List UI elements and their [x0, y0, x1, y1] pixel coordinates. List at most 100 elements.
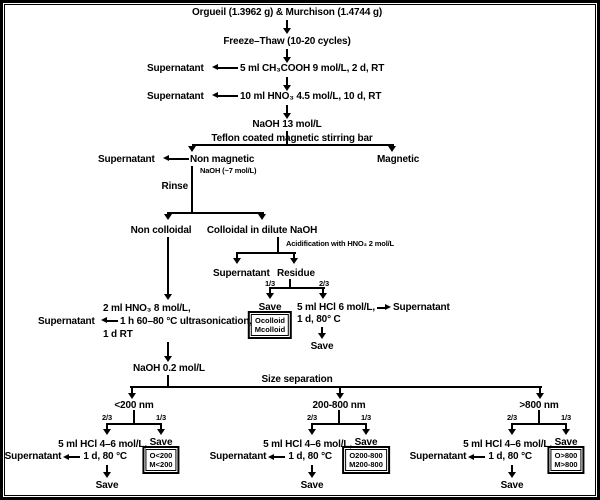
arrow-down-icon: [258, 214, 266, 220]
acidification-note: Acidification with HNO₃ 2 mol/L: [286, 239, 394, 248]
supernatant-label: Supernatant: [409, 451, 467, 462]
flow-line: [565, 423, 567, 429]
flow-line: [236, 252, 238, 258]
flow-line: [160, 423, 162, 429]
step-naoh02: NaOH 0.2 mol/L: [133, 363, 205, 374]
size-label: >800 nm: [519, 400, 559, 411]
arrow-down-icon: [188, 146, 196, 152]
flow-line: [167, 212, 264, 214]
save-label: Save: [354, 437, 378, 448]
duration-label: 1 d, 80 °C: [83, 451, 127, 462]
flow-line: [269, 287, 271, 293]
step-freeze-thaw: Freeze–Thaw (10-20 cycles): [223, 36, 351, 47]
flow-line: [539, 388, 541, 393]
arrow-down-icon: [283, 57, 291, 63]
step-hno8-duration: 1 d RT: [103, 329, 133, 340]
arrow-down-icon: [319, 293, 327, 299]
arrow-down-icon: [164, 214, 172, 220]
arrow-down-icon: [283, 85, 291, 91]
flow-line: [474, 455, 486, 458]
supernatant-label: Supernatant: [98, 154, 155, 165]
flow-line: [191, 166, 193, 214]
flow-line: [218, 67, 238, 69]
size-branch-under-200: <200 nm 2/3 1/3 5 ml HCl 4–6 mol/L, Supe…: [5, 395, 229, 500]
step-naoh13: NaOH 13 mol/L: [252, 119, 322, 130]
flow-line: [538, 410, 540, 425]
flow-line: [321, 327, 323, 333]
arrow-down-icon: [536, 393, 544, 399]
arrow-down-icon: [157, 429, 165, 435]
supernatant-label: Supernatant: [38, 316, 95, 327]
fraction-label: 2/3: [507, 413, 517, 422]
duration-label: 1 d, 80 °C: [288, 451, 332, 462]
flow-line: [169, 158, 189, 160]
fraction-label: 1/3: [265, 279, 275, 288]
supernatant-label: Supernatant: [209, 451, 267, 462]
non-magnetic-label: Non magnetic: [190, 154, 255, 165]
size-label: 200-800 nm: [312, 400, 366, 411]
flow-line: [311, 423, 313, 429]
flow-line: [237, 252, 296, 254]
save-label: Save: [300, 480, 324, 491]
flow-line: [277, 237, 279, 254]
save-label: Save: [554, 437, 578, 448]
arrow-down-icon: [164, 294, 172, 300]
size-label: <200 nm: [114, 400, 154, 411]
title: Orgueil (1.3962 g) & Murchison (1.4744 g…: [191, 7, 383, 18]
step-hcl46: 5 ml HCl 4–6 mol/L,: [263, 439, 352, 450]
arrow-down-icon: [283, 28, 291, 34]
arrow-left-icon: [212, 64, 218, 70]
flow-line: [167, 237, 169, 294]
arrow-down-icon: [283, 113, 291, 119]
sample-box-line: O<200: [149, 451, 173, 460]
size-branch-over-800: >800 nm 2/3 1/3 5 ml HCl 4–6 mol/L, Supe…: [410, 395, 600, 500]
flow-line: [312, 423, 367, 425]
sample-box-200-800: O200-800 M200-800: [342, 446, 390, 474]
arrow-down-icon: [508, 472, 516, 478]
arrow-down-icon: [388, 146, 396, 152]
flow-line: [365, 423, 367, 429]
flow-line: [106, 423, 108, 429]
supernatant-row: Supernatant 1 d, 80 °C: [392, 451, 532, 462]
fraction-label: 1/3: [156, 413, 166, 422]
flow-line: [107, 423, 162, 425]
flow-line: [293, 252, 295, 258]
sample-box-colloid: Ocolloid Mcolloid: [247, 311, 293, 339]
arrow-down-icon: [103, 429, 111, 435]
supernatant-row: Supernatant 1 d, 80 °C: [0, 451, 127, 462]
save-label: Save: [95, 480, 119, 491]
step-acetic: 5 ml CH₃COOH 9 mol/L, 2 d, RT: [240, 63, 385, 74]
flow-line: [338, 410, 340, 425]
arrow-down-icon: [508, 429, 516, 435]
save-label: Save: [500, 480, 524, 491]
flow-line: [133, 410, 135, 425]
arrow-down-icon: [562, 429, 570, 435]
supernatant-label: Supernatant: [213, 268, 270, 279]
fraction-label: 1/3: [561, 413, 571, 422]
supernatant-label: Supernatant: [393, 302, 450, 313]
sample-box-line: O>800: [554, 451, 578, 460]
sample-box-line: Ocolloid: [254, 316, 285, 325]
flow-line: [286, 105, 288, 113]
arrow-down-icon: [103, 472, 111, 478]
sample-box-line: M200-800: [349, 460, 383, 469]
arrow-down-icon: [308, 429, 316, 435]
residue-label: Residue: [277, 268, 315, 279]
magnetic-label: Magnetic: [377, 154, 420, 165]
step-hcl46: 5 ml HCl 4–6 mol/L,: [58, 439, 147, 450]
flow-line: [167, 375, 169, 387]
save-label: Save: [310, 341, 334, 352]
flow-line: [130, 386, 542, 388]
flow-line: [286, 77, 288, 85]
step-hcl46: 5 ml HCl 4–6 mol/L,: [463, 439, 552, 450]
arrow-left-icon: [163, 155, 169, 161]
flow-line: [167, 342, 169, 356]
flow-line: [289, 279, 291, 289]
arrow-left-icon: [468, 453, 475, 460]
arrow-down-icon: [336, 393, 344, 399]
save-label: Save: [258, 302, 282, 313]
flow-line: [69, 455, 81, 458]
sample-box-line: M<200: [149, 460, 173, 469]
non-colloidal-label: Non colloidal: [130, 225, 192, 236]
